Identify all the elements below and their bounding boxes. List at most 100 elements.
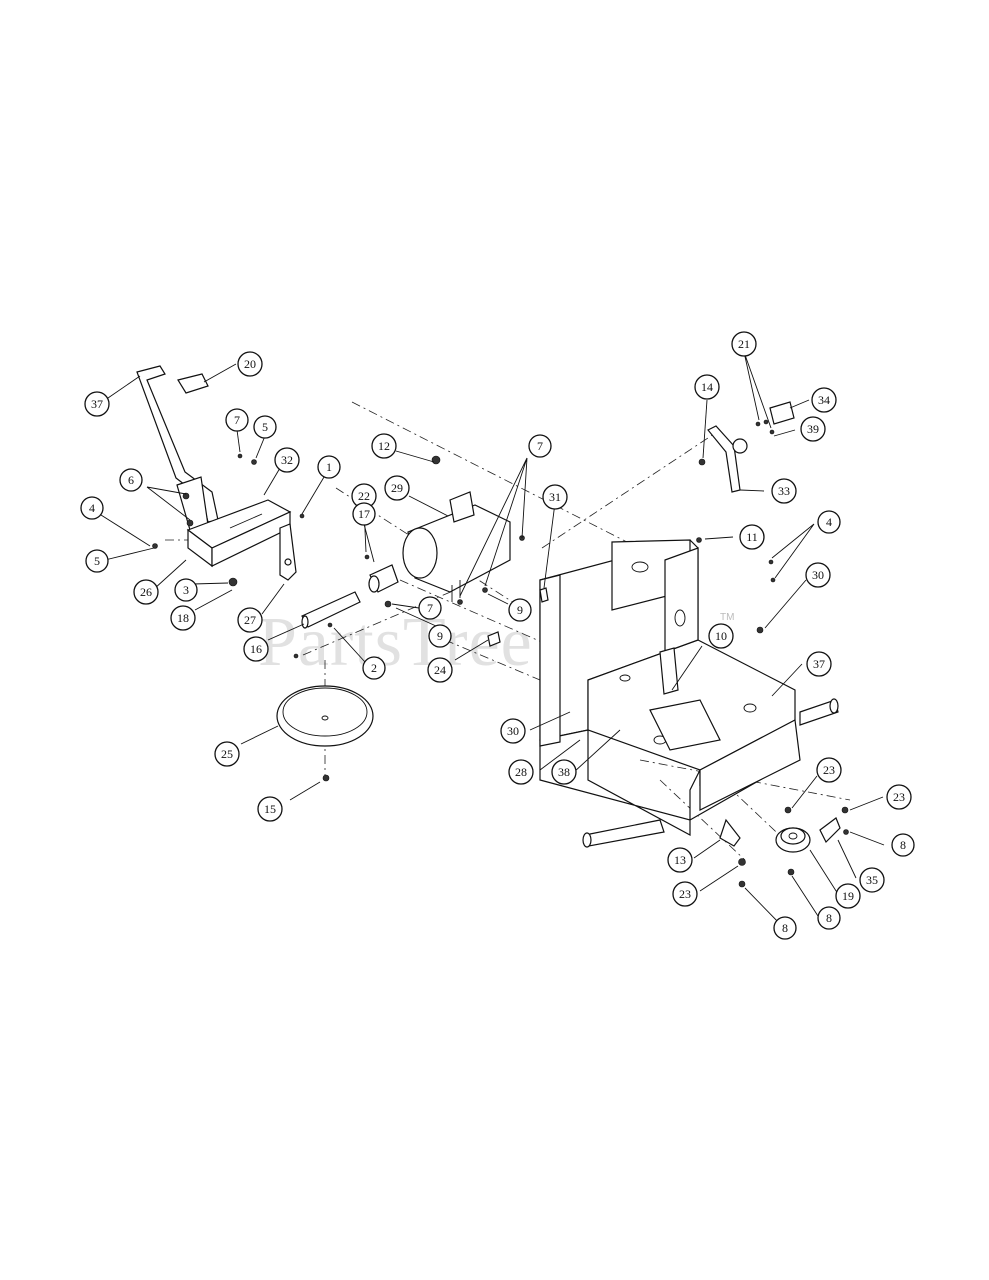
svg-text:21: 21 (738, 337, 750, 351)
main-frame (539, 539, 839, 848)
svg-text:32: 32 (281, 453, 293, 467)
callout-10: 10 (708, 623, 734, 649)
callout-list: 37 20 7 5 32 6 4 5 26 3 18 27 1 22 17 29… (80, 331, 915, 940)
callout-17: 17 (352, 502, 376, 526)
svg-text:30: 30 (507, 724, 519, 738)
svg-text:37: 37 (91, 397, 103, 411)
shaft (301, 564, 399, 629)
svg-text:17: 17 (358, 507, 370, 521)
callout-15: 15 (257, 796, 283, 822)
pulley-large (276, 685, 374, 747)
callout-20: 20 (237, 351, 263, 377)
svg-text:11: 11 (746, 530, 758, 544)
svg-text:23: 23 (823, 763, 835, 777)
pedal-pad (177, 373, 209, 394)
mounting-bracket (186, 499, 292, 568)
callout-35: 35 (859, 867, 885, 893)
callout-37: 37 (806, 651, 832, 677)
callout-31: 31 (542, 484, 568, 510)
svg-text:4: 4 (89, 501, 95, 515)
svg-text:33: 33 (778, 484, 790, 498)
svg-text:25: 25 (221, 747, 233, 761)
callout-19: 19 (835, 883, 861, 909)
hardware (152, 419, 849, 888)
callout-23: 23 (886, 784, 912, 810)
callout-9: 9 (508, 598, 532, 622)
svg-text:22: 22 (358, 489, 370, 503)
svg-text:31: 31 (549, 490, 561, 504)
callout-30: 30 (805, 562, 831, 588)
svg-text:5: 5 (94, 554, 100, 568)
svg-text:37: 37 (813, 657, 825, 671)
callout-13: 13 (667, 847, 693, 873)
callout-34: 34 (811, 387, 837, 413)
callout-29: 29 (384, 475, 410, 501)
svg-text:6: 6 (128, 473, 134, 487)
svg-text:3: 3 (183, 583, 189, 597)
svg-text:39: 39 (807, 422, 819, 436)
callout-32: 32 (274, 447, 300, 473)
callout-7: 7 (225, 408, 249, 432)
idler-bracket (719, 817, 841, 847)
callout-8: 8 (891, 833, 915, 857)
callout-39: 39 (800, 416, 826, 442)
callout-28: 28 (508, 759, 534, 785)
svg-text:9: 9 (437, 629, 443, 643)
rod-bracket (279, 523, 297, 581)
leader-lines (100, 351, 885, 927)
idler-pulley (775, 827, 811, 853)
callout-16: 16 (243, 636, 269, 662)
callout-5: 5 (85, 549, 109, 573)
svg-text:19: 19 (842, 889, 854, 903)
callout-6: 6 (119, 468, 143, 492)
callout-1: 1 (317, 455, 341, 479)
svg-text:8: 8 (826, 911, 832, 925)
callout-25: 25 (214, 741, 240, 767)
brake-pedal-lever (136, 365, 219, 531)
svg-text:8: 8 (900, 838, 906, 852)
callout-2: 2 (362, 656, 386, 680)
brake-housing (402, 491, 511, 602)
callout-24: 24 (427, 657, 453, 683)
callout-27: 27 (237, 607, 263, 633)
svg-text:7: 7 (427, 601, 433, 615)
svg-text:1: 1 (326, 460, 332, 474)
callout-33: 33 (771, 478, 797, 504)
svg-text:9: 9 (517, 603, 523, 617)
callout-23: 23 (816, 757, 842, 783)
svg-text:14: 14 (701, 380, 713, 394)
callout-38: 38 (551, 759, 577, 785)
watermark-tm: TM (720, 612, 734, 623)
callout-9: 9 (428, 624, 452, 648)
svg-text:10: 10 (715, 629, 727, 643)
callout-12: 12 (371, 433, 397, 459)
svg-text:8: 8 (782, 921, 788, 935)
callout-7: 7 (418, 596, 442, 620)
svg-text:35: 35 (866, 873, 878, 887)
svg-text:4: 4 (826, 515, 832, 529)
callout-37: 37 (84, 391, 110, 417)
svg-text:5: 5 (262, 420, 268, 434)
callout-30: 30 (500, 718, 526, 744)
svg-text:15: 15 (264, 802, 276, 816)
idler-arm (707, 401, 795, 493)
svg-text:13: 13 (674, 853, 686, 867)
svg-text:23: 23 (679, 887, 691, 901)
callout-11: 11 (739, 524, 765, 550)
svg-text:29: 29 (391, 481, 403, 495)
svg-text:24: 24 (434, 663, 446, 677)
svg-text:18: 18 (177, 611, 189, 625)
callout-7: 7 (528, 434, 552, 458)
callout-21: 21 (731, 331, 757, 357)
svg-text:28: 28 (515, 765, 527, 779)
callout-14: 14 (694, 374, 720, 400)
callout-5: 5 (253, 415, 277, 439)
svg-text:7: 7 (234, 413, 240, 427)
svg-text:30: 30 (812, 568, 824, 582)
svg-text:34: 34 (818, 393, 830, 407)
svg-text:38: 38 (558, 765, 570, 779)
svg-text:2: 2 (371, 661, 377, 675)
callout-3: 3 (174, 578, 198, 602)
svg-text:12: 12 (378, 439, 390, 453)
callout-4: 4 (80, 496, 104, 520)
